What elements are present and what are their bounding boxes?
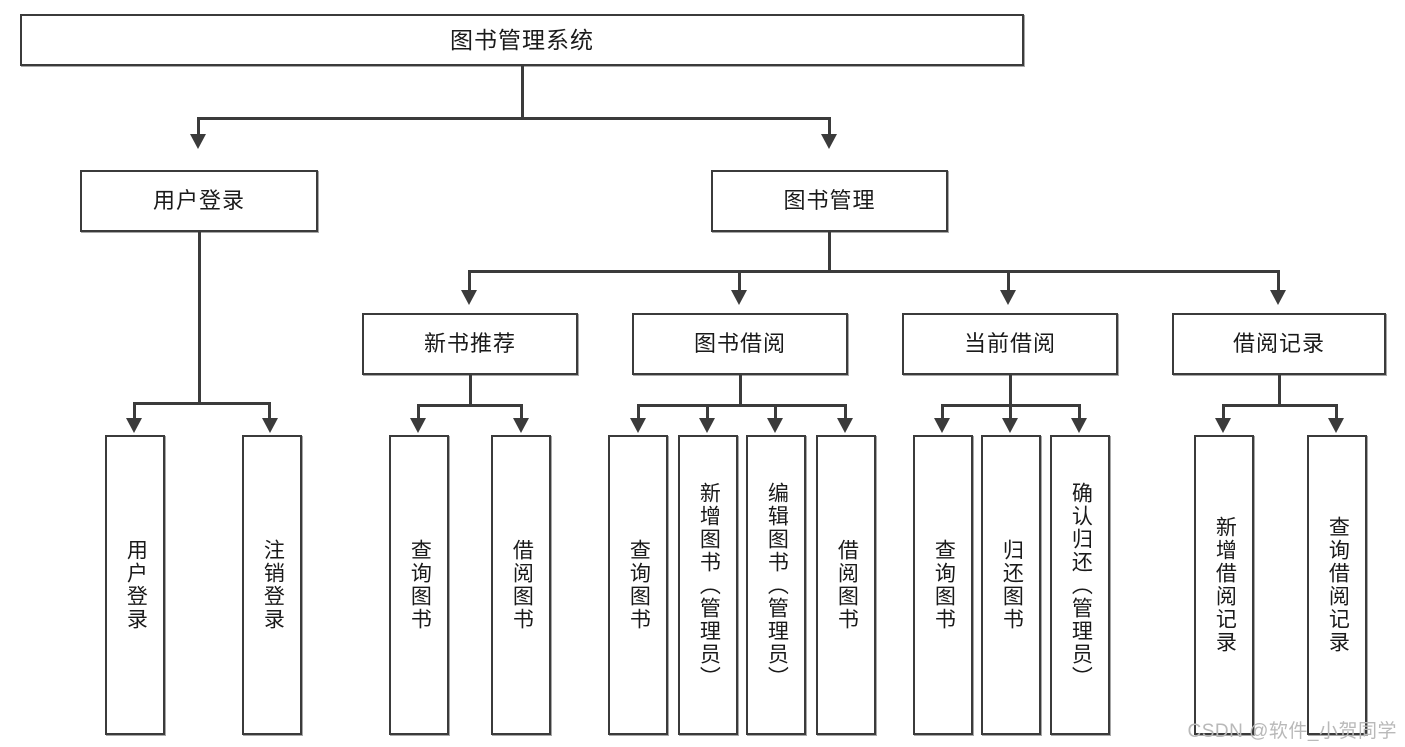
arrowhead-leaf-query-book-1: [410, 418, 426, 433]
node-new-book-recommend[interactable]: 新书推荐: [362, 313, 578, 375]
node-root[interactable]: 图书管理系统: [20, 14, 1024, 66]
arrowhead-leaf-confirm-return: [1071, 418, 1087, 433]
node-leaf-query-record-label: 查询借阅记录: [1326, 516, 1350, 654]
node-borrow-record[interactable]: 借阅记录: [1172, 313, 1386, 375]
arrowhead-leaf-query-record: [1328, 418, 1344, 433]
node-leaf-edit-book-label: 编辑图书（管理员）: [765, 481, 789, 689]
connector-book-borrow-drop-3: [774, 404, 777, 420]
arrowhead-leaf-query-book-3: [934, 418, 950, 433]
node-leaf-add-book[interactable]: 新增图书（管理员）: [678, 435, 738, 735]
node-leaf-user-login[interactable]: 用户登录: [105, 435, 165, 735]
node-leaf-confirm-return-label: 确认归还（管理员）: [1069, 481, 1093, 689]
node-book-manage-label: 图书管理: [783, 188, 876, 214]
node-user-login-label: 用户登录: [152, 188, 245, 214]
node-user-login[interactable]: 用户登录: [80, 170, 318, 232]
connector-user-login-stem: [198, 232, 201, 404]
connector-borrow-record-drop-2: [1335, 404, 1338, 420]
connector-current-borrow-stem: [1009, 375, 1012, 406]
connector-current-borrow-drop-3: [1078, 404, 1081, 420]
connector-new-book-recommend-drop-2: [520, 404, 523, 420]
arrowhead-to-user-login: [190, 134, 206, 149]
arrowhead-leaf-add-record: [1215, 418, 1231, 433]
connector-current-borrow-drop-1: [941, 404, 944, 420]
connector-book-manage-drop-2: [738, 270, 741, 292]
connector-borrow-record-drop-1: [1222, 404, 1225, 420]
node-leaf-query-book-3[interactable]: 查询图书: [913, 435, 973, 735]
node-leaf-return-book-label: 归还图书: [1000, 539, 1024, 631]
node-leaf-add-record-label: 新增借阅记录: [1213, 516, 1237, 654]
node-book-borrow-label: 图书借阅: [693, 331, 786, 357]
node-leaf-user-login-label: 用户登录: [124, 539, 148, 631]
arrowhead-leaf-edit-book: [767, 418, 783, 433]
arrowhead-to-book-borrow: [731, 290, 747, 305]
arrowhead-leaf-query-book-2: [630, 418, 646, 433]
node-leaf-query-book-1[interactable]: 查询图书: [389, 435, 449, 735]
node-leaf-logout-login[interactable]: 注销登录: [242, 435, 302, 735]
connector-borrow-record-bus: [1222, 404, 1338, 407]
node-leaf-return-book[interactable]: 归还图书: [981, 435, 1041, 735]
arrowhead-leaf-return-book: [1002, 418, 1018, 433]
connector-new-book-recommend-stem: [469, 375, 472, 406]
arrowhead-to-current-borrow: [1000, 290, 1016, 305]
connector-user-login-bus: [133, 402, 271, 405]
node-leaf-query-book-2[interactable]: 查询图书: [608, 435, 668, 735]
connector-root-stem: [521, 66, 524, 119]
node-leaf-query-book-1-label: 查询图书: [408, 539, 432, 631]
node-leaf-borrow-book-2-label: 借阅图书: [835, 539, 859, 631]
connector-new-book-recommend-drop-1: [417, 404, 420, 420]
connector-user-login-drop-1: [133, 402, 136, 420]
arrowhead-to-new-book-recommend: [461, 290, 477, 305]
node-leaf-logout-login-label: 注销登录: [261, 539, 285, 631]
node-root-label: 图书管理系统: [450, 26, 594, 53]
node-leaf-confirm-return[interactable]: 确认归还（管理员）: [1050, 435, 1110, 735]
arrowhead-to-borrow-record: [1270, 290, 1286, 305]
arrowhead-leaf-borrow-book-1: [513, 418, 529, 433]
arrowhead-leaf-user-login: [126, 418, 142, 433]
node-leaf-query-record[interactable]: 查询借阅记录: [1307, 435, 1367, 735]
connector-new-book-recommend-bus: [417, 404, 523, 407]
connector-book-manage-drop-4: [1277, 270, 1280, 292]
connector-borrow-record-stem: [1278, 375, 1281, 406]
connector-root-drop-left: [197, 117, 200, 137]
connector-root-bus: [197, 117, 831, 120]
arrowhead-to-book-manage: [821, 134, 837, 149]
node-leaf-borrow-book-1[interactable]: 借阅图书: [491, 435, 551, 735]
node-leaf-edit-book[interactable]: 编辑图书（管理员）: [746, 435, 806, 735]
node-leaf-add-record[interactable]: 新增借阅记录: [1194, 435, 1254, 735]
node-leaf-query-book-3-label: 查询图书: [932, 539, 956, 631]
connector-book-manage-drop-3: [1007, 270, 1010, 292]
node-leaf-add-book-label: 新增图书（管理员）: [697, 481, 721, 689]
node-leaf-borrow-book-2[interactable]: 借阅图书: [816, 435, 876, 735]
node-current-borrow-label: 当前借阅: [963, 331, 1056, 357]
connector-current-borrow-drop-2: [1009, 404, 1012, 420]
connector-book-borrow-stem: [739, 375, 742, 406]
node-current-borrow[interactable]: 当前借阅: [902, 313, 1118, 375]
node-book-borrow[interactable]: 图书借阅: [632, 313, 848, 375]
connector-user-login-drop-2: [268, 402, 271, 420]
connector-book-manage-stem: [828, 232, 831, 272]
node-book-manage[interactable]: 图书管理: [711, 170, 948, 232]
connector-book-manage-bus: [468, 270, 1280, 273]
node-leaf-query-book-2-label: 查询图书: [627, 539, 651, 631]
node-borrow-record-label: 借阅记录: [1232, 331, 1325, 357]
node-leaf-borrow-book-1-label: 借阅图书: [510, 539, 534, 631]
connector-book-borrow-drop-2: [706, 404, 709, 420]
arrowhead-leaf-logout-login: [262, 418, 278, 433]
arrowhead-leaf-add-book: [699, 418, 715, 433]
connector-root-drop-right: [828, 117, 831, 137]
arrowhead-leaf-borrow-book-2: [837, 418, 853, 433]
node-new-book-recommend-label: 新书推荐: [423, 331, 516, 357]
connector-book-borrow-drop-1: [637, 404, 640, 420]
connector-book-borrow-bus: [637, 404, 847, 407]
connector-book-manage-drop-1: [468, 270, 471, 292]
connector-book-borrow-drop-4: [844, 404, 847, 420]
